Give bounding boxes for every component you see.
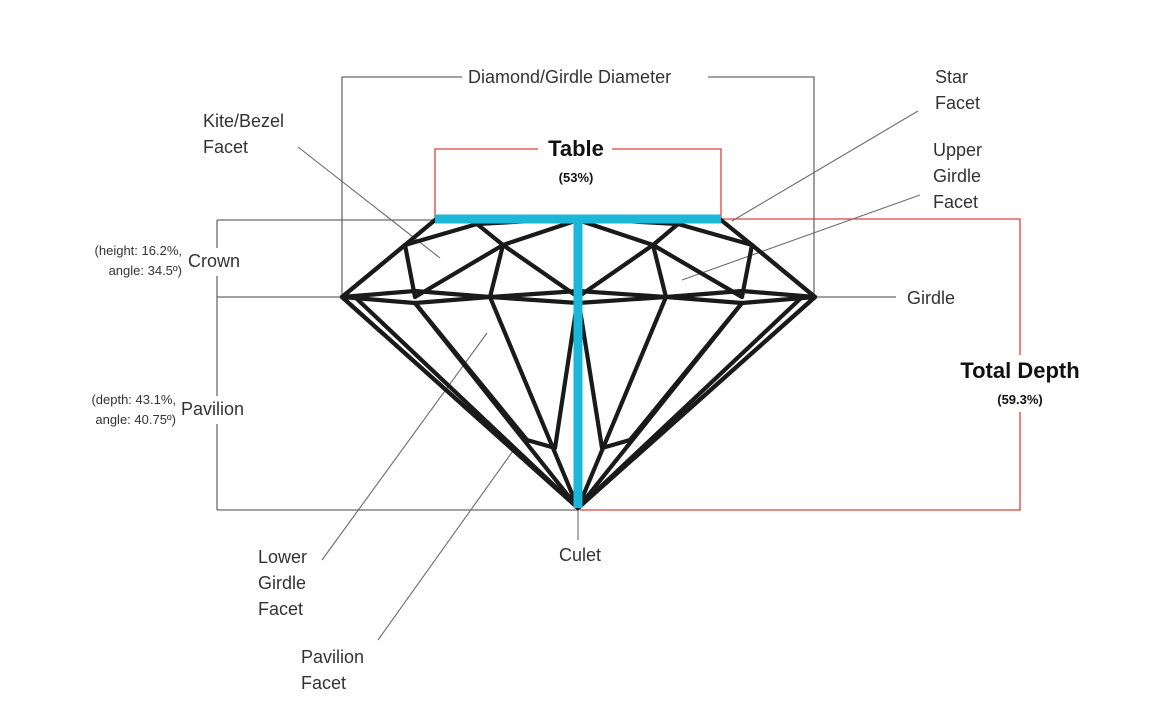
lower-girdle-leader — [321, 332, 488, 561]
table-depth-axis — [435, 214, 721, 508]
total-depth-label: Total Depth — [960, 358, 1080, 383]
total-depth-bracket — [580, 218, 1021, 511]
pavilion-facet-label: Pavilion Facet — [301, 647, 365, 693]
pavilion-detail: (depth: 43.1%, angle: 40.75º) — [91, 392, 176, 427]
culet-label: Culet — [558, 545, 602, 565]
height-bracket — [216, 219, 896, 511]
girdle-label: Girdle — [907, 288, 956, 308]
kite-bezel-facet-label: Kite/Bezel Facet — [203, 111, 285, 157]
total-depth-percent: (59.3%) — [997, 392, 1043, 407]
star-facet-label: Star Facet — [935, 67, 981, 113]
upper-girdle-facet-label: Upper Girdle Facet — [933, 140, 983, 212]
pavilion-label: Pavilion — [181, 399, 245, 419]
upper-girdle-leader — [681, 194, 921, 281]
lower-girdle-facet-label: Lower Girdle Facet — [258, 547, 308, 619]
diameter-bracket — [341, 76, 815, 296]
crown-label: Crown — [188, 251, 241, 271]
table-bracket — [434, 148, 722, 219]
table-percent: (53%) — [558, 170, 594, 185]
star-leader — [731, 110, 919, 222]
crown-detail: (height: 16.2%, angle: 34.5º) — [94, 243, 182, 278]
pavilion-facet-leader — [377, 447, 516, 641]
diameter-label: Diamond/Girdle Diameter — [468, 67, 672, 87]
kite-leader — [297, 146, 441, 259]
leader-lines — [297, 110, 921, 641]
table-label: Table — [548, 136, 604, 161]
